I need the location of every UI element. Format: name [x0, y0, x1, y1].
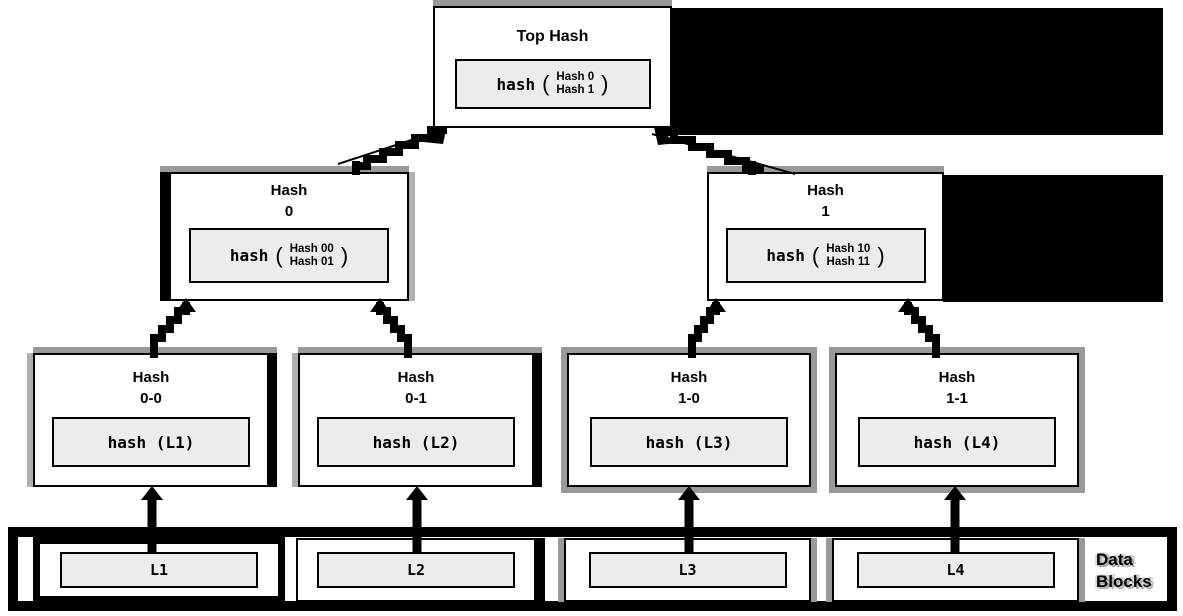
data-block-cell-l3: L3: [564, 538, 811, 602]
close-paren: ): [340, 242, 349, 268]
open-paren: (: [275, 242, 283, 268]
open-paren: (: [811, 242, 820, 268]
edge-leaf10-to-hash1: [688, 302, 720, 347]
hash-expression-text: hash (L3): [645, 432, 733, 452]
edge-leaf01-to-hash0: [376, 302, 412, 347]
hash-expression: hash (L1): [52, 417, 250, 467]
node-title: Hash 1-1: [938, 369, 976, 407]
data-block-label: L3: [678, 561, 697, 579]
data-block-label: L2: [406, 561, 426, 579]
data-block-cell-l2: L2: [296, 538, 545, 602]
data-block-l2: L2: [317, 552, 515, 588]
hash-expression: hash ( Hash 0 Hash 1 ): [454, 59, 651, 109]
data-block-cell-l1: L1: [33, 537, 285, 603]
node-title: Hash 1: [807, 182, 844, 220]
arrowhead-up-icon: [423, 126, 447, 144]
arrowhead-up-icon: [141, 486, 163, 500]
black-block-top-right: [672, 8, 1163, 135]
edge-leaf11-to-hash1: [904, 302, 940, 347]
hash-arg: Hash 10: [826, 242, 871, 255]
hash-arg: Hash 0: [556, 71, 595, 83]
hash-arg: Hash 00: [289, 242, 334, 255]
hash-function-label: hash: [229, 246, 269, 265]
node-hash-0-0: Hash 0-0 hash (L1): [33, 353, 277, 487]
hash-arguments: Hash 0 Hash 1: [556, 71, 594, 97]
hash-expression: hash (L4): [858, 417, 1056, 467]
edge-hash1-to-top-thin: [651, 133, 796, 175]
data-block-l3: L3: [588, 552, 787, 588]
hash-arg: Hash 11: [826, 255, 870, 268]
data-blocks-caption: Data Blocks: [1096, 550, 1152, 591]
arrowhead-up-icon: [678, 486, 700, 500]
arrowhead-up-icon: [944, 486, 966, 500]
close-paren: ): [601, 71, 609, 96]
hash-arguments: Hash 00 Hash 01: [290, 243, 334, 269]
node-hash-1-0: Hash 1-0 hash (L3): [567, 353, 811, 487]
data-block-l4: L4: [856, 552, 1055, 588]
node-hash-0-1: Hash 0-1 hash (L2): [298, 353, 542, 487]
hash-expression: hash (L3): [590, 417, 788, 467]
node-hash-1-1: Hash 1-1 hash (L4): [835, 353, 1079, 487]
node-title: Hash 1-0: [670, 369, 708, 407]
hash-expression: hash (L2): [317, 417, 515, 467]
node-title: Hash 0-1: [397, 369, 435, 407]
data-block-label: L4: [946, 561, 965, 579]
edge-hash1-to-top: [656, 128, 764, 172]
data-block-l1: L1: [60, 552, 258, 588]
data-block-label: L1: [149, 561, 169, 579]
node-top-hash: Top Hash hash ( Hash 0 Hash 1 ): [433, 6, 672, 128]
hash-expression-text: hash (L2): [372, 432, 460, 452]
data-block-cell-l4: L4: [832, 538, 1079, 602]
node-hash-0: Hash 0 hash ( Hash 00 Hash 01 ): [160, 172, 409, 301]
hash-expression-text: hash (L4): [913, 432, 1001, 452]
black-block-mid-right: [943, 175, 1163, 302]
hash-function-label: hash: [766, 246, 805, 265]
hash-expression: hash ( Hash 00 Hash 01 ): [189, 228, 389, 283]
hash-arg: Hash 1: [556, 84, 595, 96]
node-title: Top Hash: [516, 28, 589, 45]
edge-hash0-to-top: [353, 126, 447, 170]
edge-hash0-to-top-thin: [337, 131, 437, 165]
hash-arguments: Hash 10 Hash 11: [826, 243, 870, 269]
close-paren: ): [877, 242, 885, 268]
node-title: Hash 0-0: [132, 369, 170, 407]
open-paren: (: [542, 71, 550, 96]
edge-leaf00-to-hash0: [150, 302, 190, 347]
hash-arg: Hash 01: [289, 255, 334, 268]
hash-function-label: hash: [496, 74, 536, 94]
hash-expression-text: hash (L1): [107, 432, 195, 452]
node-title: Hash 0: [270, 182, 308, 220]
node-hash-1: Hash 1 hash ( Hash 10 Hash 11 ): [707, 172, 944, 301]
hash-expression: hash ( Hash 10 Hash 11 ): [725, 228, 926, 283]
arrowhead-up-icon: [406, 486, 428, 500]
